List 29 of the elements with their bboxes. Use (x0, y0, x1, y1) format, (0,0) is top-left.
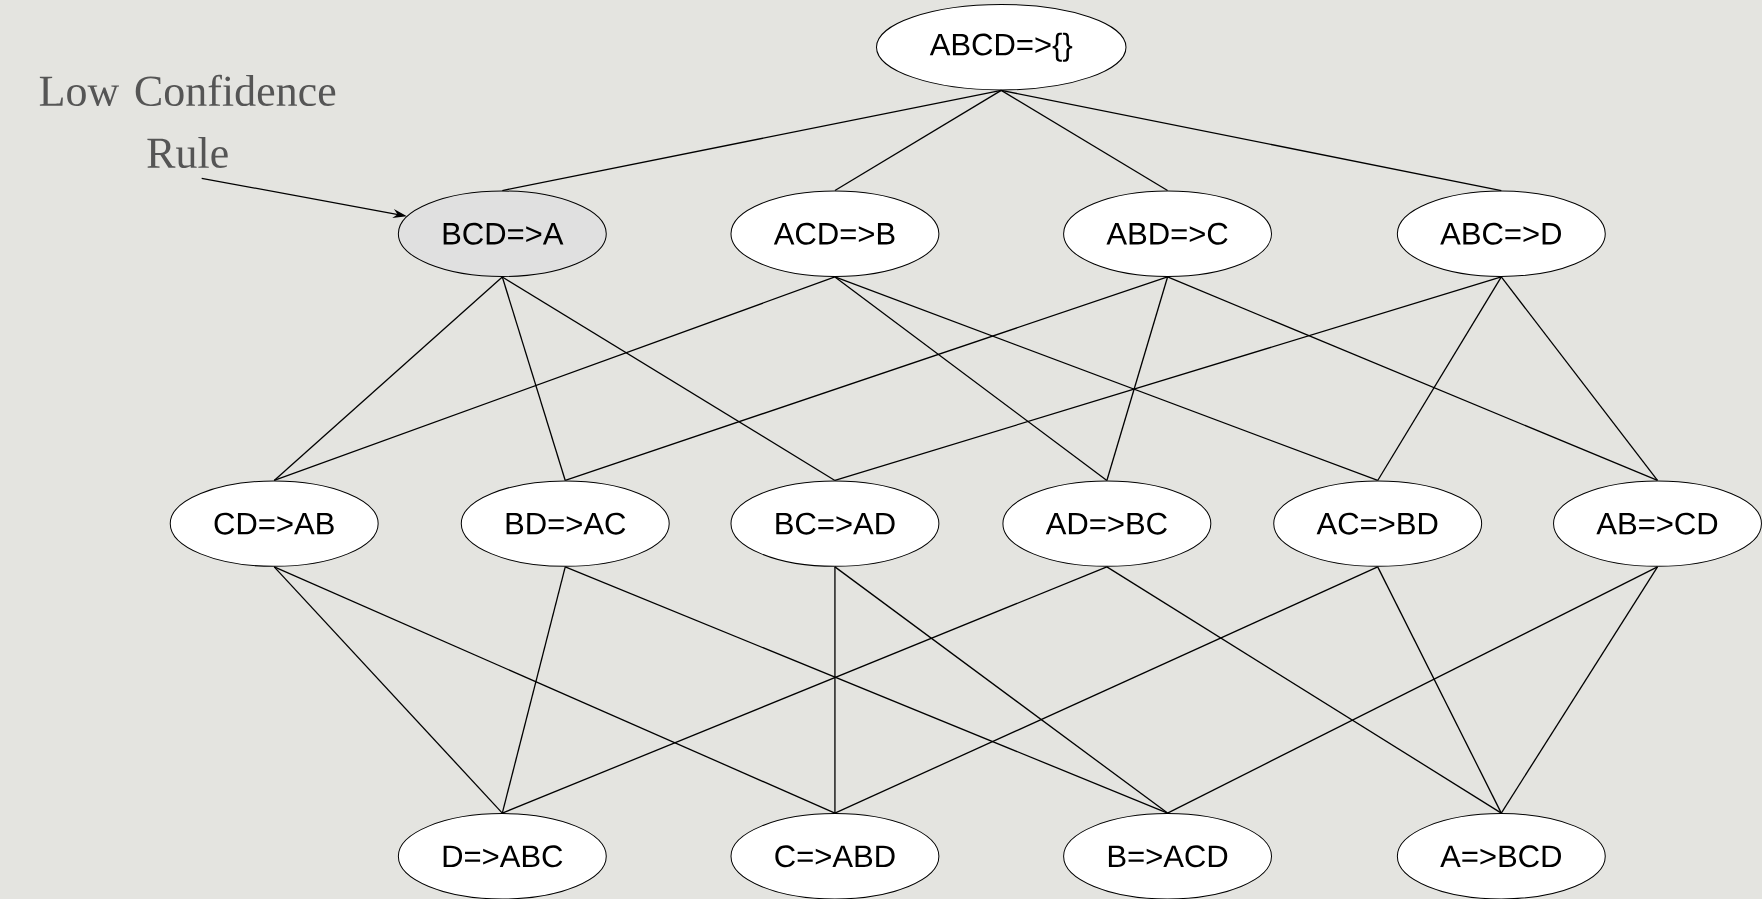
connector-line (834, 566, 1379, 814)
connector-line (564, 276, 1169, 482)
connector-line (1106, 276, 1169, 482)
connector-line (501, 276, 836, 482)
connector-line (501, 276, 566, 482)
connector-line (834, 566, 836, 814)
connector-line (501, 566, 566, 814)
connector-line (273, 276, 836, 482)
connector-line (1500, 276, 1659, 482)
connector-line (501, 566, 1108, 814)
connector-line (1377, 276, 1502, 482)
connector-line (564, 566, 1169, 814)
connector-line (1106, 566, 1502, 814)
connector-line (834, 276, 1379, 482)
connector-line (1500, 566, 1659, 814)
connector-line (834, 276, 1502, 482)
connector-line (1000, 89, 1502, 192)
connector-line (273, 566, 503, 814)
connector-line (1000, 89, 1169, 192)
connector-line (834, 276, 1108, 482)
connector-line (501, 89, 1002, 192)
connector-line (1166, 566, 1659, 814)
connector-line (834, 89, 1002, 192)
connector-line (273, 566, 836, 814)
callout-text: Low Confidence Rule (39, 74, 336, 169)
connector-line (1377, 566, 1502, 814)
connector-line (834, 566, 1169, 814)
connector-line (1166, 276, 1659, 482)
connector-line (273, 276, 503, 482)
